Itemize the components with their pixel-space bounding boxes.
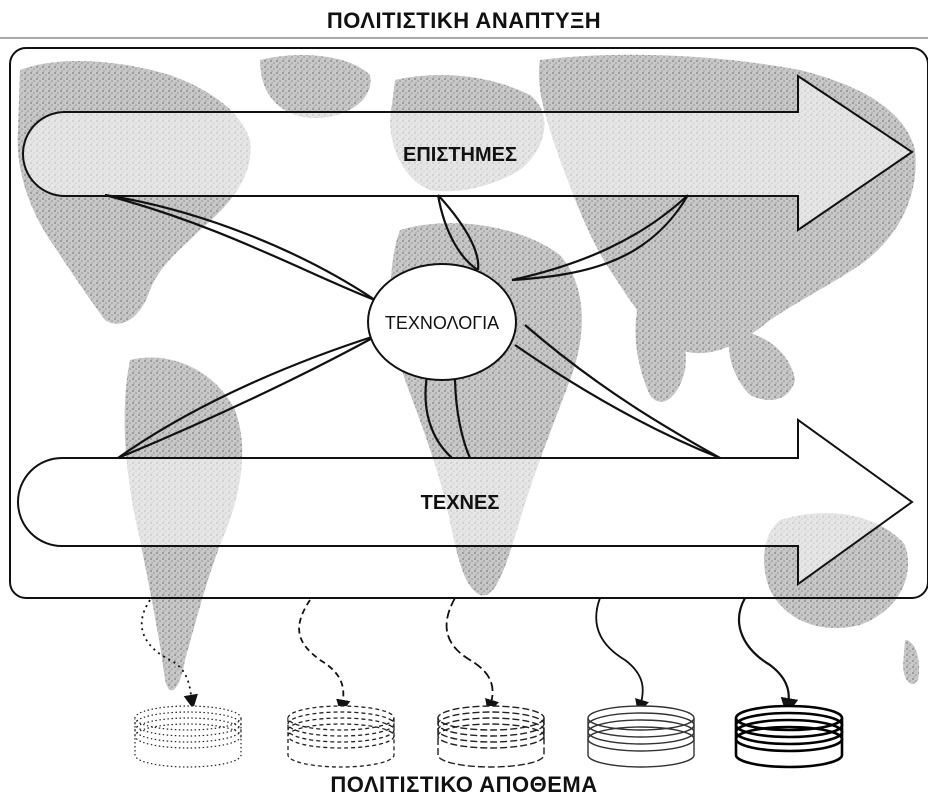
sciences-label: ΕΠΙΣΤΗΜΕΣ: [403, 144, 517, 166]
storage-cylinder-3: [437, 705, 545, 768]
deposit-arrow-4: [595, 597, 649, 714]
storage-cylinder-1: [134, 705, 242, 768]
deposit-arrow-5: [737, 597, 799, 716]
deposit-arrow-3: [445, 597, 499, 714]
technology-label: ΤΕΧΝΟΛΟΓΙΑ: [385, 313, 499, 333]
storage-cylinder-4: [587, 705, 695, 768]
arts-label: ΤΕΧΝΕΣ: [421, 492, 500, 514]
continent-new-zealand: [903, 640, 920, 685]
technology-node: [367, 263, 517, 381]
footer-title: ΠΟΛΙΤΙΣΤΙΚΟ ΑΠΟΘΕΜΑ: [330, 772, 598, 797]
storage-cylinder-5: [734, 704, 844, 769]
deposit-arrow-1: [140, 599, 198, 710]
sciences-arrow: [22, 74, 914, 232]
continent-se-asia: [728, 330, 795, 400]
storage-cylinder-2: [287, 705, 395, 768]
page-title: ΠΟΛΙΤΙΣΤΙΚΗ ΑΝΑΠΤΥΞΗ: [326, 8, 602, 33]
arts-arrow: [17, 418, 914, 586]
deposit-arrows: [140, 597, 799, 716]
outer-frame: [9, 47, 928, 599]
continent-greenland: [260, 55, 371, 119]
technology-connectors: [104, 193, 721, 460]
continent-india: [635, 300, 686, 402]
deposit-arrow-2: [298, 599, 351, 715]
continent-asia: [538, 54, 916, 354]
